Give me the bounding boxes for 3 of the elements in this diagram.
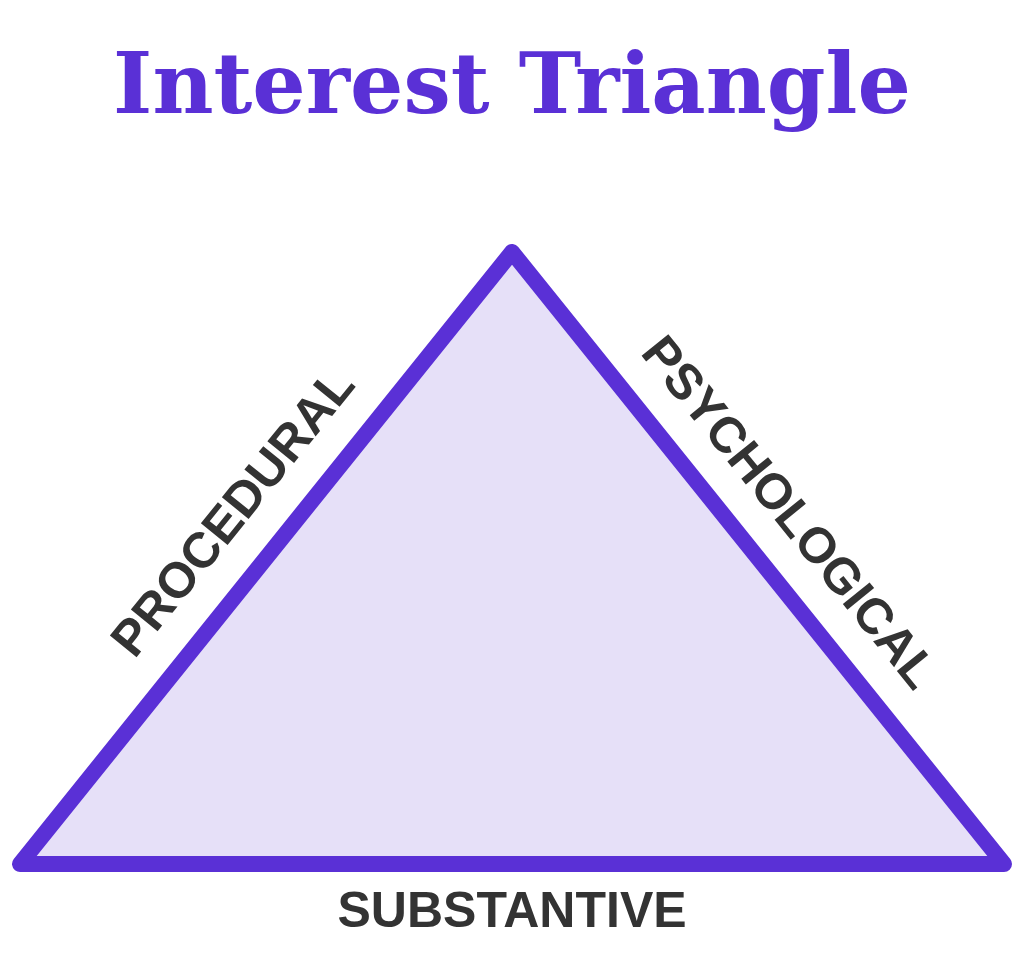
triangle-shape <box>10 242 1014 874</box>
diagram-title: Interest Triangle <box>112 38 912 131</box>
side-label: SUBSTANTIVE <box>337 885 687 935</box>
